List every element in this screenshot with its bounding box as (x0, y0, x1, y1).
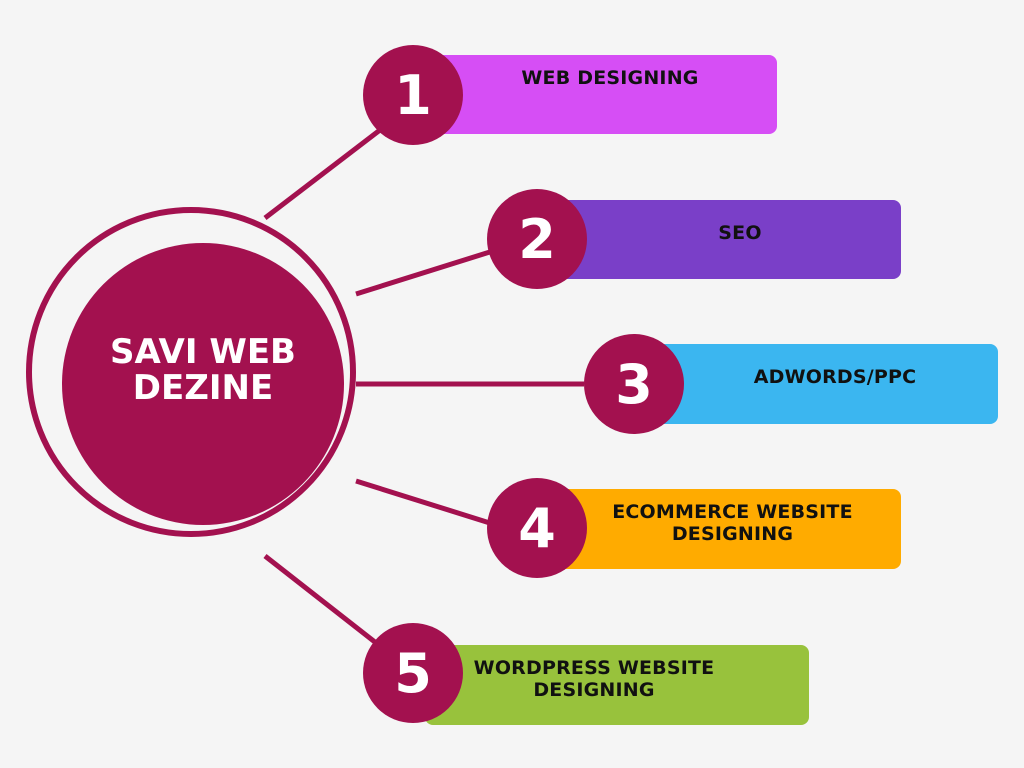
hub-circle (62, 243, 344, 525)
hub-outer-ring (26, 207, 356, 537)
number-circle-5: 5 (363, 623, 463, 723)
label-adwords-ppc: ADWORDS/PPC (753, 366, 917, 388)
number-circle-4: 4 (487, 478, 587, 578)
hub-title: SAVI WEB DEZINE (110, 332, 296, 408)
connector-line-4 (355, 478, 494, 527)
number-circle-2: 2 (487, 189, 587, 289)
label-web-designing: WEB DESIGNING (521, 67, 699, 89)
connector-line-1 (263, 128, 382, 220)
bar-ecommerce-website-designing (545, 489, 901, 569)
number-circle-1: 1 (363, 45, 463, 145)
label-ecommerce-website-designing: ECOMMERCE WEBSITE DESIGNING (612, 501, 853, 545)
connector-line-5 (263, 554, 382, 648)
connector-line-2 (355, 248, 494, 297)
label-seo: SEO (718, 222, 762, 244)
number-circle-3: 3 (584, 334, 684, 434)
bar-adwords-ppc (640, 344, 998, 424)
bar-web-designing (425, 55, 777, 134)
bar-seo (545, 200, 901, 279)
label-wordpress-website-designing: WORDPRESS WEBSITE DESIGNING (473, 657, 715, 701)
bar-wordpress-website-designing (425, 645, 809, 725)
